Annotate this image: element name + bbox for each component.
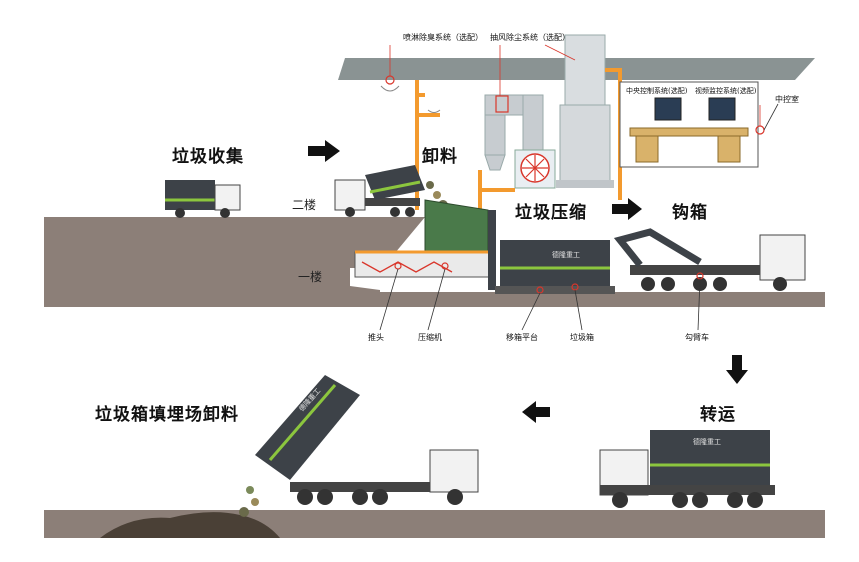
label-hook-truck: 勾臂车	[685, 333, 709, 342]
step-collect: 垃圾收集	[172, 147, 244, 167]
label-control-room: 中控室	[775, 95, 799, 104]
brand-transfer: 德隆重工	[693, 438, 721, 446]
compressor-unit	[354, 199, 496, 290]
arrow-left	[522, 401, 550, 423]
label-compressor: 压缩机	[418, 333, 442, 342]
label-dust-system: 抽风除尘系统（选配）	[490, 33, 570, 42]
upper-ground	[44, 217, 425, 307]
spray-system	[380, 45, 441, 210]
unloading-truck	[334, 165, 425, 217]
dust-system	[478, 34, 622, 215]
step-hook: 钩箱	[672, 203, 708, 223]
landfill-truck	[255, 375, 479, 505]
label-container: 垃圾箱	[570, 333, 594, 342]
label-platform: 移箱平台	[506, 333, 538, 342]
container-on-platform	[495, 240, 615, 294]
flow-arrows	[308, 140, 748, 423]
label-spray-system: 喷淋除臭系统（选配）	[403, 33, 483, 42]
step-landfill: 垃圾箱填埋场卸料	[95, 405, 239, 425]
label-central-control: 中央控制系统(选配)	[626, 87, 688, 95]
arrow-right-1	[308, 140, 340, 162]
landfill-pile	[100, 486, 280, 538]
label-pusher: 推头	[368, 333, 384, 342]
arrow-down	[726, 355, 748, 384]
lower-ground-right	[380, 292, 825, 307]
transfer-truck	[599, 430, 775, 508]
hook-arm-truck	[613, 228, 806, 291]
floor-first: 一楼	[298, 270, 323, 284]
control-room	[619, 81, 765, 168]
step-unload: 卸料	[422, 147, 458, 167]
step-transfer: 转运	[700, 405, 736, 425]
collection-truck	[165, 180, 241, 218]
floor-second: 二楼	[292, 198, 317, 212]
step-compress: 垃圾压缩	[515, 203, 587, 223]
brand-platform: 德隆重工	[552, 251, 580, 259]
label-video-monitor: 视频监控系统(选配)	[695, 87, 757, 95]
arrow-right-2	[612, 198, 642, 220]
